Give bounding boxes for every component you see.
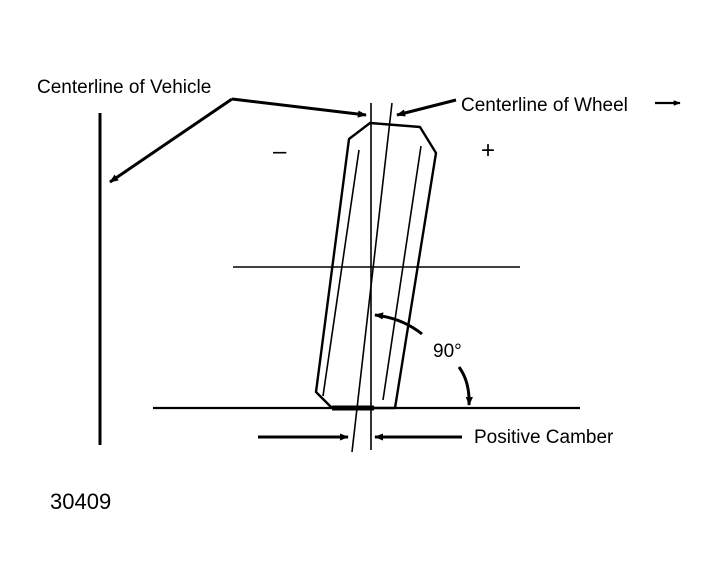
angle-arrow-upper bbox=[374, 312, 423, 336]
figure-number: 30409 bbox=[50, 489, 111, 514]
angle-label: 90° bbox=[433, 341, 462, 362]
tire-tread-line-right bbox=[382, 145, 422, 401]
positive-camber-label: Positive Camber bbox=[474, 427, 614, 448]
vehicle-leader-to-centerline bbox=[109, 97, 233, 184]
angle-arrow-lower bbox=[457, 366, 473, 406]
negative-side-sign: – bbox=[273, 138, 287, 165]
tire-tread-line-left bbox=[322, 149, 360, 397]
wheel-label-arrow-left bbox=[396, 98, 457, 117]
vehicle-leader-to-wheel-line bbox=[231, 97, 367, 118]
positive-side-sign: + bbox=[481, 137, 495, 164]
centerline-wheel-label: Centerline of Wheel bbox=[461, 95, 628, 116]
wheel-centerline bbox=[351, 102, 393, 453]
centerline-vehicle-label: Centerline of Vehicle bbox=[37, 77, 211, 98]
